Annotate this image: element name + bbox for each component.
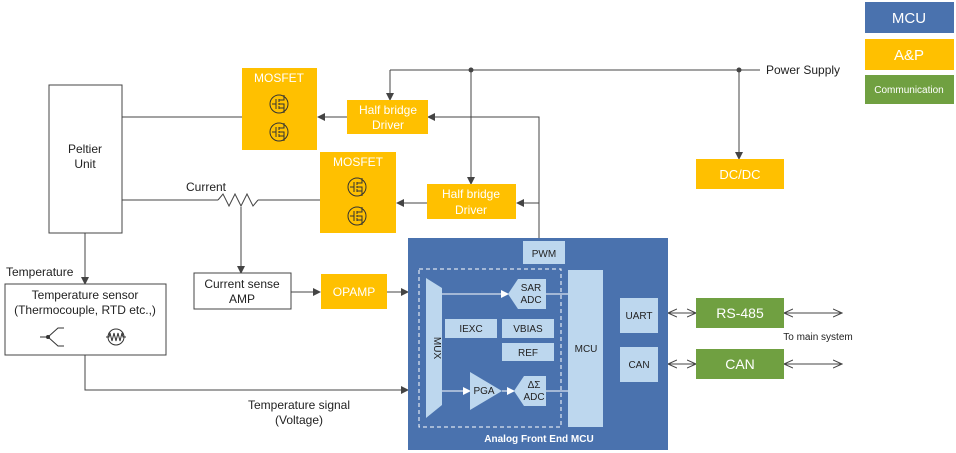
- hb-bottom-line1: Half bridge: [442, 187, 500, 201]
- mosfet-top-label: MOSFET: [254, 71, 305, 85]
- mosfet-top-block: MOSFET: [242, 68, 317, 150]
- mosfet-bottom-label: MOSFET: [333, 155, 384, 169]
- ref-box: [502, 343, 554, 361]
- delta-sigma-adc-shape: [514, 376, 546, 406]
- opamp-label: OPAMP: [333, 285, 375, 299]
- rs485-label: RS-485: [716, 305, 764, 321]
- ds-label-line2: ADC: [523, 392, 544, 403]
- can-port-box: [620, 347, 658, 382]
- temperature-label: Temperature: [6, 265, 74, 279]
- mux-shape: [426, 278, 442, 418]
- legend-communication-swatch: [865, 75, 954, 104]
- current-sense-line1: Current sense: [204, 277, 280, 291]
- legend-communication-label: Communication: [874, 85, 943, 96]
- afe-title: Analog Front End MCU: [484, 434, 593, 445]
- transistor-icon: [347, 177, 367, 197]
- vbias-label: VBIAS: [513, 324, 543, 335]
- mux-label: MUX: [431, 337, 442, 360]
- uart-box: [620, 298, 658, 333]
- transistor-icon: [269, 94, 289, 114]
- current-sense-line2: AMP: [229, 292, 255, 306]
- dcdc-label: DC/DC: [719, 167, 760, 182]
- afe-dashed-frame: [418, 268, 562, 428]
- legend-mcu-label: MCU: [892, 10, 926, 27]
- legend: MCU A&P Communication: [865, 2, 954, 104]
- can-label: CAN: [725, 356, 755, 372]
- peltier-label-line1: Peltier: [68, 142, 102, 156]
- rtd-icon: [106, 328, 126, 346]
- temp-sensor-line1: Temperature sensor: [32, 288, 139, 302]
- to-main-system-label: To main system: [783, 332, 852, 343]
- sar-adc-shape: [508, 279, 546, 309]
- iexc-box: [445, 319, 497, 338]
- transistor-icon: [347, 206, 367, 226]
- peltier-label-line2: Unit: [74, 157, 96, 171]
- temperature-sensor-block: Temperature sensor (Thermocouple, RTD et…: [4, 283, 167, 356]
- legend-ap-label: A&P: [894, 47, 924, 64]
- pga-label: PGA: [473, 386, 494, 397]
- temp-sensor-line2: (Thermocouple, RTD etc.,): [14, 303, 156, 317]
- transistor-icon: [269, 122, 289, 142]
- peltier-unit: Peltier Unit: [48, 84, 123, 234]
- power-supply-label: Power Supply: [766, 63, 840, 77]
- dcdc-block: DC/DC: [696, 159, 784, 189]
- vbias-box: [502, 319, 554, 338]
- temp-signal-line1: Temperature signal: [248, 398, 350, 412]
- can-block: CAN: [696, 349, 784, 379]
- sar-label-line1: SAR: [521, 283, 542, 294]
- iexc-label: IEXC: [459, 324, 482, 335]
- pga-shape: [470, 372, 502, 410]
- thermocouple-icon: [40, 327, 64, 347]
- legend-mcu-swatch: [865, 2, 954, 33]
- ds-label-line1: ΔΣ: [528, 380, 541, 391]
- can-port-label: CAN: [628, 360, 649, 371]
- mcu-core-box: [568, 270, 603, 427]
- pwm-label: PWM: [532, 249, 556, 260]
- ref-label: REF: [518, 348, 538, 359]
- half-bridge-driver-top: Half bridge Driver: [347, 100, 428, 134]
- hb-top-line2: Driver: [372, 118, 404, 132]
- mcu-core-label: MCU: [575, 344, 598, 355]
- hb-top-line1: Half bridge: [359, 103, 417, 117]
- hb-bottom-line2: Driver: [455, 203, 487, 217]
- legend-ap-swatch: [865, 39, 954, 70]
- current-label: Current: [186, 180, 227, 194]
- afe-mcu-block: PWM MUX SAR ADC IEXC VBIAS REF PGA ΔΣ AD…: [408, 238, 668, 450]
- uart-label: UART: [625, 311, 652, 322]
- mosfet-bottom-block: MOSFET: [320, 152, 396, 233]
- pwm-box: [523, 241, 565, 264]
- wires: [81, 67, 842, 394]
- rs485-block: RS-485: [696, 298, 784, 328]
- temp-signal-line2: (Voltage): [275, 413, 323, 427]
- sar-label-line2: ADC: [520, 295, 541, 306]
- current-sense-amp-block: Current sense AMP: [193, 272, 292, 310]
- half-bridge-driver-bottom: Half bridge Driver: [427, 184, 516, 219]
- opamp-block: OPAMP: [321, 274, 387, 309]
